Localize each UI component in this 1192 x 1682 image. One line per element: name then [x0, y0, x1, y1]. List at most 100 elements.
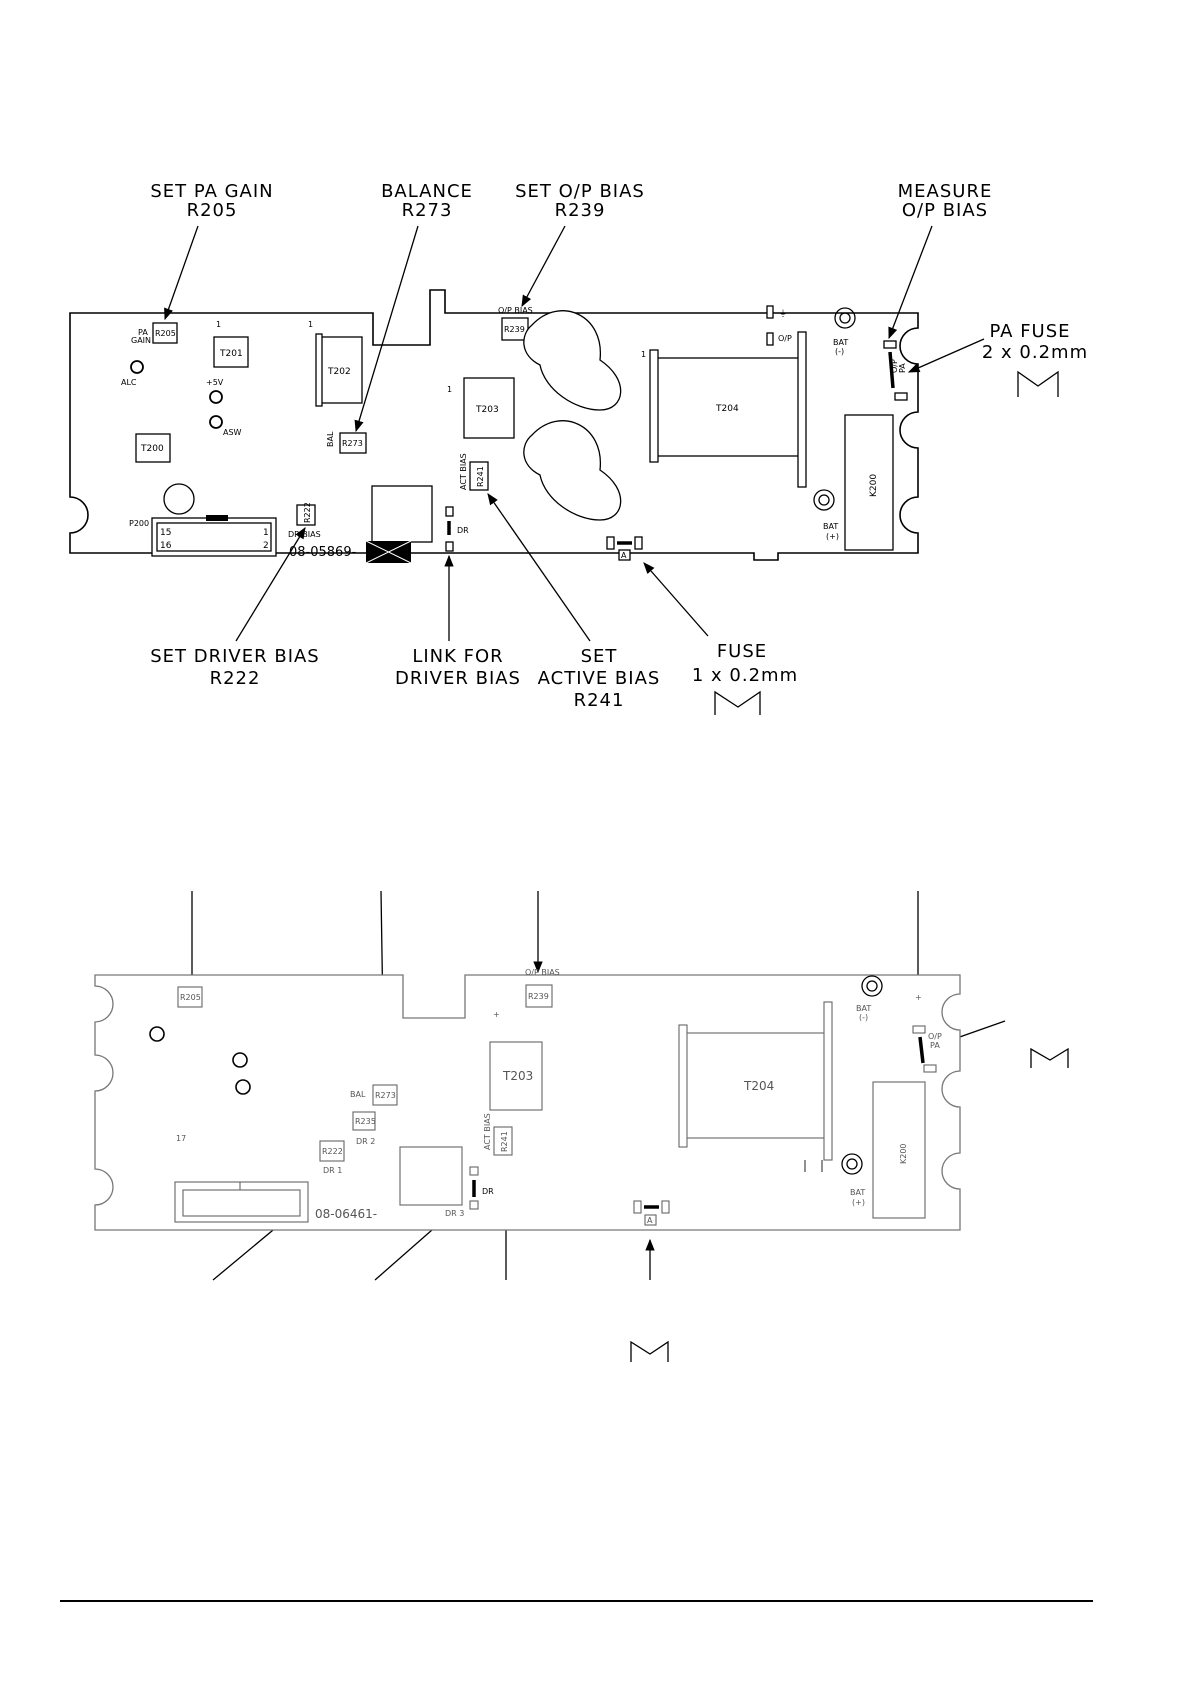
svg-text:ACT BIAS: ACT BIAS: [459, 453, 468, 490]
bottom-leader-lines: [187, 890, 1006, 1281]
svg-text:PA: PA: [930, 1041, 940, 1050]
svg-text:R273: R273: [342, 439, 363, 448]
top-5v-testpoint: +5V: [206, 378, 224, 404]
svg-text:(-): (-): [859, 1013, 868, 1022]
top-r205: PA GAIN R205: [131, 322, 178, 345]
svg-text:1: 1: [447, 385, 452, 394]
svg-text:R273: R273: [375, 1091, 396, 1100]
svg-text:ACT BIAS: ACT BIAS: [483, 1113, 492, 1150]
svg-text:+5V: +5V: [206, 378, 224, 387]
bottom-r241: ACT BIAS R241: [483, 1113, 513, 1156]
svg-text:R273: R273: [402, 200, 453, 221]
svg-text:O/P BIAS: O/P BIAS: [498, 306, 533, 315]
svg-text:T204: T204: [715, 404, 739, 414]
svg-text:DR: DR: [482, 1187, 494, 1196]
svg-text:(+): (+): [852, 1198, 865, 1207]
svg-text:R222: R222: [322, 1147, 343, 1156]
top-callout-set-driver-bias: SET DRIVER BIAS R222: [150, 646, 320, 689]
svg-text:A: A: [621, 551, 627, 560]
top-t203: T203 1 1: [447, 350, 646, 439]
svg-text:O/P: O/P: [778, 334, 792, 343]
svg-text:DR: DR: [457, 526, 469, 535]
bottom-t203: T203: [489, 1041, 543, 1111]
top-callout-set-pa-gain: SET PA GAIN R205: [150, 181, 273, 221]
bottom-plus-mark-b: +: [915, 993, 922, 1002]
top-t202: 1 T202: [308, 320, 363, 407]
bottom-r222: R222 DR 1: [319, 1140, 345, 1175]
svg-text:1: 1: [308, 320, 313, 329]
top-t200: T200: [135, 433, 171, 463]
top-asw-testpoint: ASW: [209, 415, 242, 437]
svg-text:(-): (-): [835, 347, 844, 356]
svg-text:LINK FOR: LINK FOR: [412, 646, 503, 667]
top-callout-set-active-bias: SET ACTIVE BIAS R241: [538, 646, 660, 711]
top-pa-fuse-link: O/P PA: [883, 340, 908, 401]
svg-text:DR 1: DR 1: [323, 1166, 342, 1175]
top-driver-ic: [365, 485, 433, 564]
bottom-r235: R235 DR 2: [352, 1111, 376, 1146]
bottom-testpoints: [149, 1026, 251, 1095]
top-leader-lines: [164, 225, 985, 642]
bottom-r205: R205: [177, 986, 203, 1008]
svg-text:R205: R205: [187, 200, 238, 221]
svg-text:DR 2: DR 2: [356, 1137, 375, 1146]
svg-text:BALANCE: BALANCE: [381, 181, 473, 202]
svg-text:1: 1: [216, 320, 221, 329]
top-callout-measure-op-bias: MEASURE O/P BIAS: [898, 181, 993, 221]
svg-text:R241: R241: [500, 1131, 509, 1152]
svg-text:T201: T201: [219, 349, 243, 359]
svg-text:SET PA GAIN: SET PA GAIN: [150, 181, 273, 202]
top-k200: K200: [844, 414, 894, 551]
svg-text:DRIVER BIAS: DRIVER BIAS: [395, 668, 521, 689]
svg-text:BAL: BAL: [326, 431, 335, 447]
top-callout-balance: BALANCE R273: [381, 181, 473, 221]
svg-text:1 x 0.2mm: 1 x 0.2mm: [692, 665, 798, 686]
svg-text:O/P BIAS: O/P BIAS: [902, 200, 988, 221]
svg-text:T204: T204: [743, 1079, 774, 1093]
top-callout-set-op-bias: SET O/P BIAS R239: [515, 181, 645, 221]
bottom-fuse-link: A: [633, 1200, 670, 1226]
svg-text:1: 1: [263, 528, 269, 538]
top-bat-minus: BAT (-): [833, 307, 856, 356]
svg-text:DR 3: DR 3: [445, 1209, 464, 1218]
svg-text:R222: R222: [303, 502, 312, 523]
svg-text:SET DRIVER BIAS: SET DRIVER BIAS: [150, 646, 320, 667]
bottom-bat-plus: BAT (+): [841, 1153, 865, 1207]
bottom-mark-17: 17: [176, 1134, 186, 1143]
svg-text:BAT: BAT: [823, 522, 838, 531]
svg-text:O/P: O/P: [890, 359, 899, 373]
svg-text:R239: R239: [555, 200, 606, 221]
top-p200-connector: P200 15 16 1 2: [129, 483, 277, 557]
bottom-dr-link: DR: [469, 1166, 494, 1210]
top-t204: T204: [649, 331, 807, 488]
svg-text:GAIN: GAIN: [131, 336, 151, 345]
svg-text:A: A: [647, 1216, 653, 1225]
svg-text:R222: R222: [210, 668, 261, 689]
svg-text:PA: PA: [898, 363, 907, 373]
svg-text:(+): (+): [826, 532, 839, 541]
top-alc-testpoint: ALC: [121, 360, 144, 387]
bottom-k200: K200: [872, 1081, 926, 1219]
top-r273: BAL R273: [326, 431, 367, 454]
bottom-connector: [174, 1181, 309, 1223]
top-r241: ACT BIAS R241: [459, 453, 489, 491]
top-fuse-link: A: [606, 536, 643, 561]
svg-text:BAT: BAT: [856, 1004, 871, 1013]
svg-text:R239: R239: [528, 992, 549, 1001]
svg-text:O/P: O/P: [928, 1032, 942, 1041]
bottom-bat-minus: BAT (-): [856, 975, 883, 1022]
svg-text:P200: P200: [129, 519, 149, 528]
svg-text:MEASURE: MEASURE: [898, 181, 993, 202]
svg-text:16: 16: [160, 541, 172, 551]
svg-text:SET: SET: [581, 646, 618, 667]
top-op-pads: ⏚ O/P: [766, 305, 792, 346]
top-fuse-symbol: [714, 690, 761, 715]
svg-text:2 x 0.2mm: 2 x 0.2mm: [982, 342, 1088, 363]
svg-text:R239: R239: [504, 325, 525, 334]
top-callout-link-driver-bias: LINK FOR DRIVER BIAS: [395, 646, 521, 689]
svg-text:SET O/P BIAS: SET O/P BIAS: [515, 181, 645, 202]
top-callout-fuse: FUSE 1 x 0.2mm: [692, 641, 798, 686]
svg-text:K200: K200: [869, 474, 879, 497]
top-r239: O/P BIAS R239: [498, 306, 533, 341]
top-callout-pa-fuse: PA FUSE 2 x 0.2mm: [982, 321, 1088, 363]
